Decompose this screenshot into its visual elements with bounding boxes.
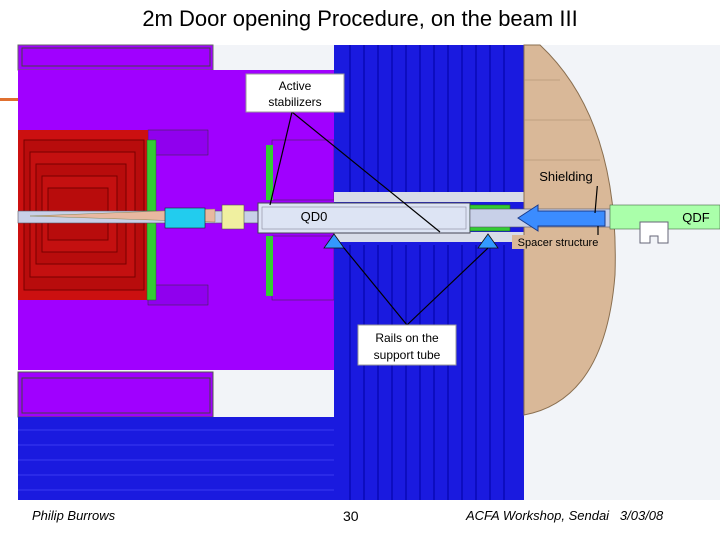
qdf-label: QDF xyxy=(682,210,710,225)
qd0-cryostat xyxy=(257,202,471,234)
yoke-top-inner xyxy=(21,47,211,67)
blue-bottom-left-lines xyxy=(18,429,334,491)
magenta-support-lower xyxy=(271,235,335,301)
blue-door xyxy=(334,45,524,500)
qd0-label: QD0 xyxy=(301,209,328,224)
magenta-strip xyxy=(147,129,209,156)
tan-shielding xyxy=(523,44,616,416)
rails-box xyxy=(357,324,457,366)
green-plate-mid-lower xyxy=(266,236,273,296)
footer-author: Philip Burrows xyxy=(32,508,116,523)
footer-event: ACFA Workshop, Sendai 3/03/08 xyxy=(466,508,664,523)
spacer-box xyxy=(512,235,604,249)
qd0-label-box xyxy=(292,208,336,224)
yoke-bottom-inner xyxy=(21,377,211,414)
yellow-element xyxy=(221,204,245,230)
blue-bottom-left xyxy=(18,417,334,500)
active-stabilizers-label-line2: stabilizers xyxy=(268,95,321,109)
door-gap-upper xyxy=(334,192,524,202)
qdf-bracket xyxy=(639,221,669,244)
active-stabilizers-box xyxy=(245,73,345,113)
pointer-lines xyxy=(269,111,599,326)
rail-left-triangle xyxy=(323,233,345,249)
cyan-element xyxy=(164,207,206,229)
rails-label-line2: support tube xyxy=(374,348,441,362)
active-stabilizers-label-line1: Active xyxy=(279,79,312,93)
blue-arrow xyxy=(517,204,606,232)
magenta-strip-lower xyxy=(147,284,209,306)
magenta-support-upper xyxy=(271,139,335,201)
shielding-box xyxy=(534,166,600,186)
yoke-bottom-block xyxy=(17,371,214,418)
rails-label-line1: Rails on the xyxy=(375,331,439,345)
spacer-structure-label: Spacer structure xyxy=(518,237,599,249)
blue-door-stripes xyxy=(349,45,505,500)
green-plate-mid-upper xyxy=(266,145,273,200)
qd0-inner xyxy=(261,206,467,230)
slide-title: 2m Door opening Procedure, on the beam I… xyxy=(142,6,578,31)
shielding-lines xyxy=(524,79,600,161)
footer-page-number: 30 xyxy=(343,508,359,524)
shielding-label: Shielding xyxy=(539,169,593,184)
door-gap-lower xyxy=(334,232,524,242)
orange-marker xyxy=(0,98,20,101)
